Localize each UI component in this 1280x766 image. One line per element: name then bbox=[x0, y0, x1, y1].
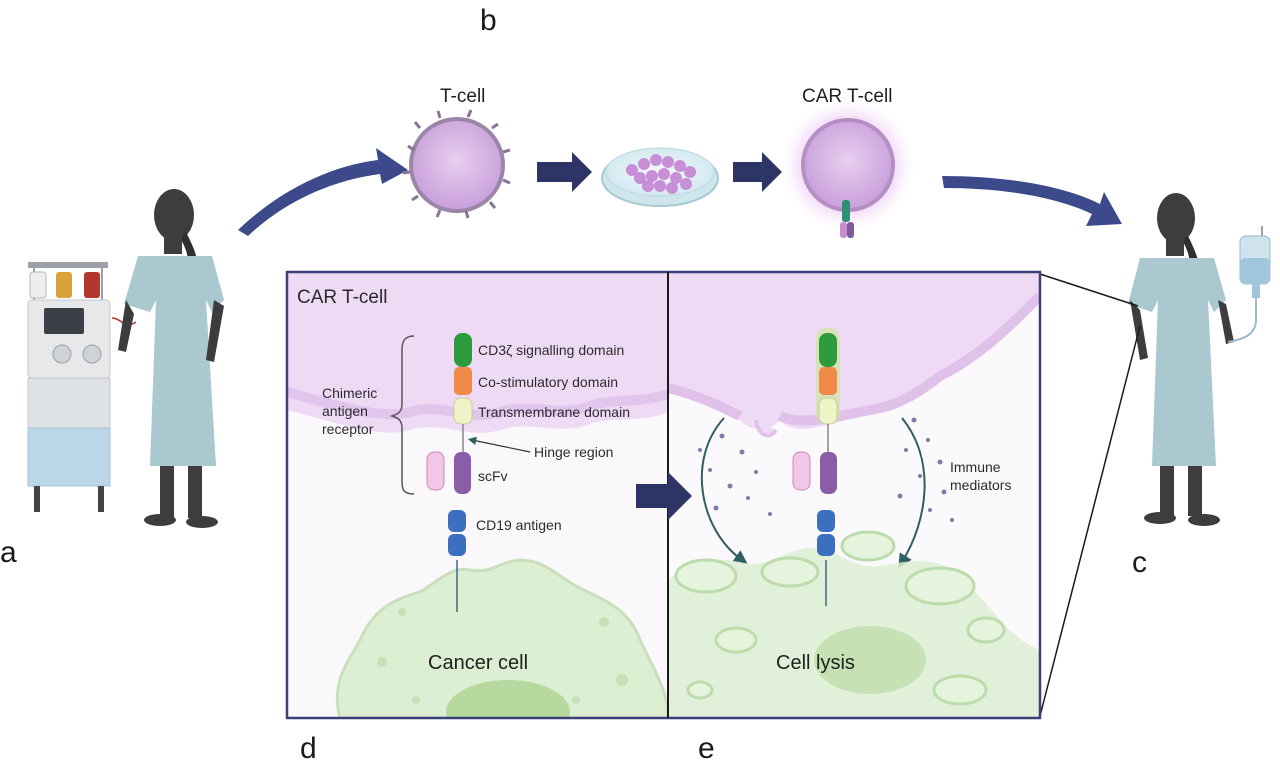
cancer-cell-nucleus bbox=[446, 680, 570, 718]
apheresis-machine bbox=[27, 262, 137, 512]
arrow-to-tcell-icon bbox=[238, 148, 408, 236]
gown-icon bbox=[124, 256, 224, 466]
cd19-antigen-bound-icon bbox=[817, 510, 835, 556]
brace-label-line1: Chimeric bbox=[322, 385, 377, 401]
iv-bag-icon bbox=[1227, 226, 1271, 343]
panel-d bbox=[287, 272, 668, 718]
gown-icon bbox=[1128, 258, 1226, 466]
cd3z-label: CD3ζ signalling domain bbox=[478, 342, 624, 358]
hinge-label: Hinge region bbox=[534, 444, 613, 460]
scfv-light-chain-icon bbox=[426, 451, 445, 491]
car-tcell-membrane bbox=[668, 272, 1040, 429]
panel-e bbox=[668, 272, 1040, 718]
cd19-label: CD19 antigen bbox=[476, 517, 562, 533]
plasma-bag-icon bbox=[56, 272, 72, 298]
brace-label-line3: receptor bbox=[322, 421, 374, 437]
tcell-label: T-cell bbox=[440, 86, 485, 107]
costim-label: Co-stimulatory domain bbox=[478, 374, 618, 390]
scfv-label: scFv bbox=[478, 468, 508, 484]
zoom-line-top bbox=[1039, 273, 1139, 307]
brace-label-line2: antigen bbox=[322, 403, 368, 419]
panel-letter-e: e bbox=[698, 732, 715, 765]
arrow-to-dish-icon bbox=[537, 152, 592, 192]
blood-bag-icon bbox=[84, 272, 100, 298]
head-icon bbox=[154, 189, 194, 241]
petri-dish-icon bbox=[601, 147, 719, 207]
cell-fragments bbox=[674, 530, 1006, 706]
transmembrane-label: Transmembrane domain bbox=[478, 404, 630, 420]
tcell-icon bbox=[402, 109, 511, 219]
panel-d-title: CAR T-cell bbox=[297, 287, 387, 308]
tcell-membrane bbox=[287, 272, 668, 433]
panel-letter-a: a bbox=[0, 536, 17, 569]
collection-bag-icon bbox=[29, 271, 47, 299]
panel-letter-d: d bbox=[300, 732, 317, 765]
patient-right bbox=[1128, 193, 1234, 526]
car-receptor-icon bbox=[426, 333, 473, 494]
scfv-heavy-chain-icon bbox=[454, 452, 471, 494]
zoom-panel-frame bbox=[285, 270, 1042, 720]
machine-screen bbox=[44, 308, 84, 334]
transmembrane-domain-icon bbox=[453, 397, 473, 425]
cancer-cell-label: Cancer cell bbox=[428, 652, 528, 674]
patient-left bbox=[118, 189, 224, 528]
mediator-arrow-right bbox=[898, 417, 926, 568]
arrow-to-patient-icon bbox=[942, 176, 1122, 226]
transition-arrow-icon bbox=[636, 472, 692, 520]
mediators-label-line2: mediators bbox=[950, 477, 1011, 493]
costimulatory-domain-icon bbox=[454, 367, 472, 395]
panel-letter-c: c bbox=[1132, 546, 1147, 579]
car-tcell-label: CAR T-cell bbox=[802, 86, 892, 107]
receptor-brace bbox=[389, 335, 415, 495]
activated-car-receptor-icon bbox=[792, 328, 840, 494]
cancer-cell-body bbox=[335, 558, 668, 718]
cancer-cell-vesicles bbox=[377, 608, 628, 704]
cell-lysis-label: Cell lysis bbox=[776, 652, 855, 674]
head-icon bbox=[1157, 193, 1195, 243]
arrow-to-car-tcell-icon bbox=[733, 152, 782, 192]
zoom-line-bottom bbox=[1039, 325, 1141, 717]
car-tcell-icon bbox=[782, 99, 914, 238]
cd3z-domain-icon bbox=[454, 333, 472, 367]
mediator-arrow-left bbox=[700, 417, 748, 565]
cd19-antigen-icon bbox=[448, 510, 466, 556]
panel-letter-b: b bbox=[480, 4, 497, 37]
lysed-nucleus bbox=[814, 626, 926, 694]
hinge-pointer bbox=[467, 436, 531, 453]
mediators-label-line1: Immune bbox=[950, 459, 1001, 475]
immune-mediator-dots bbox=[698, 417, 954, 522]
